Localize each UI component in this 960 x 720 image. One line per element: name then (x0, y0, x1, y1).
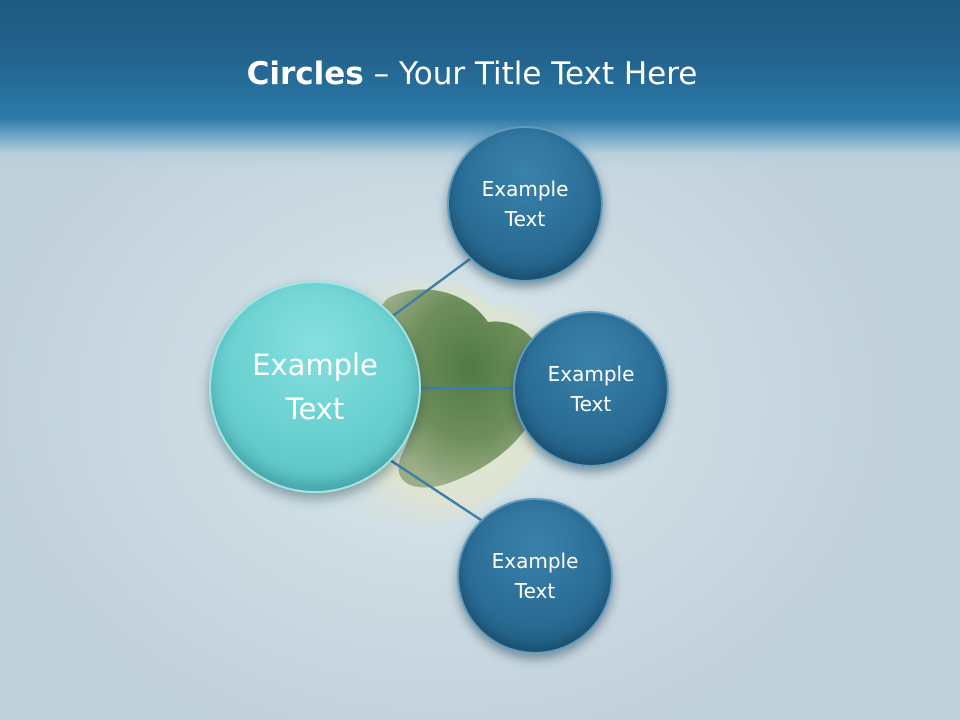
title-rest: – Your Title Text Here (363, 56, 698, 92)
node-top-line1: Example (481, 177, 569, 201)
center-line2: Text (285, 392, 345, 426)
node-middle-line1: Example (547, 362, 635, 386)
title-bold: Circles (246, 56, 364, 92)
node-bottom-line1: Example (491, 549, 579, 573)
connector-line-bottom (389, 458, 485, 524)
center-line1: Example (252, 348, 378, 382)
node-bottom-line2: Text (514, 579, 556, 603)
node-top-line2: Text (504, 207, 546, 231)
node-middle-line2: Text (570, 392, 612, 416)
slide-title[interactable]: Circles – Your Title Text Here (0, 52, 944, 96)
connector-line-top (389, 254, 475, 320)
